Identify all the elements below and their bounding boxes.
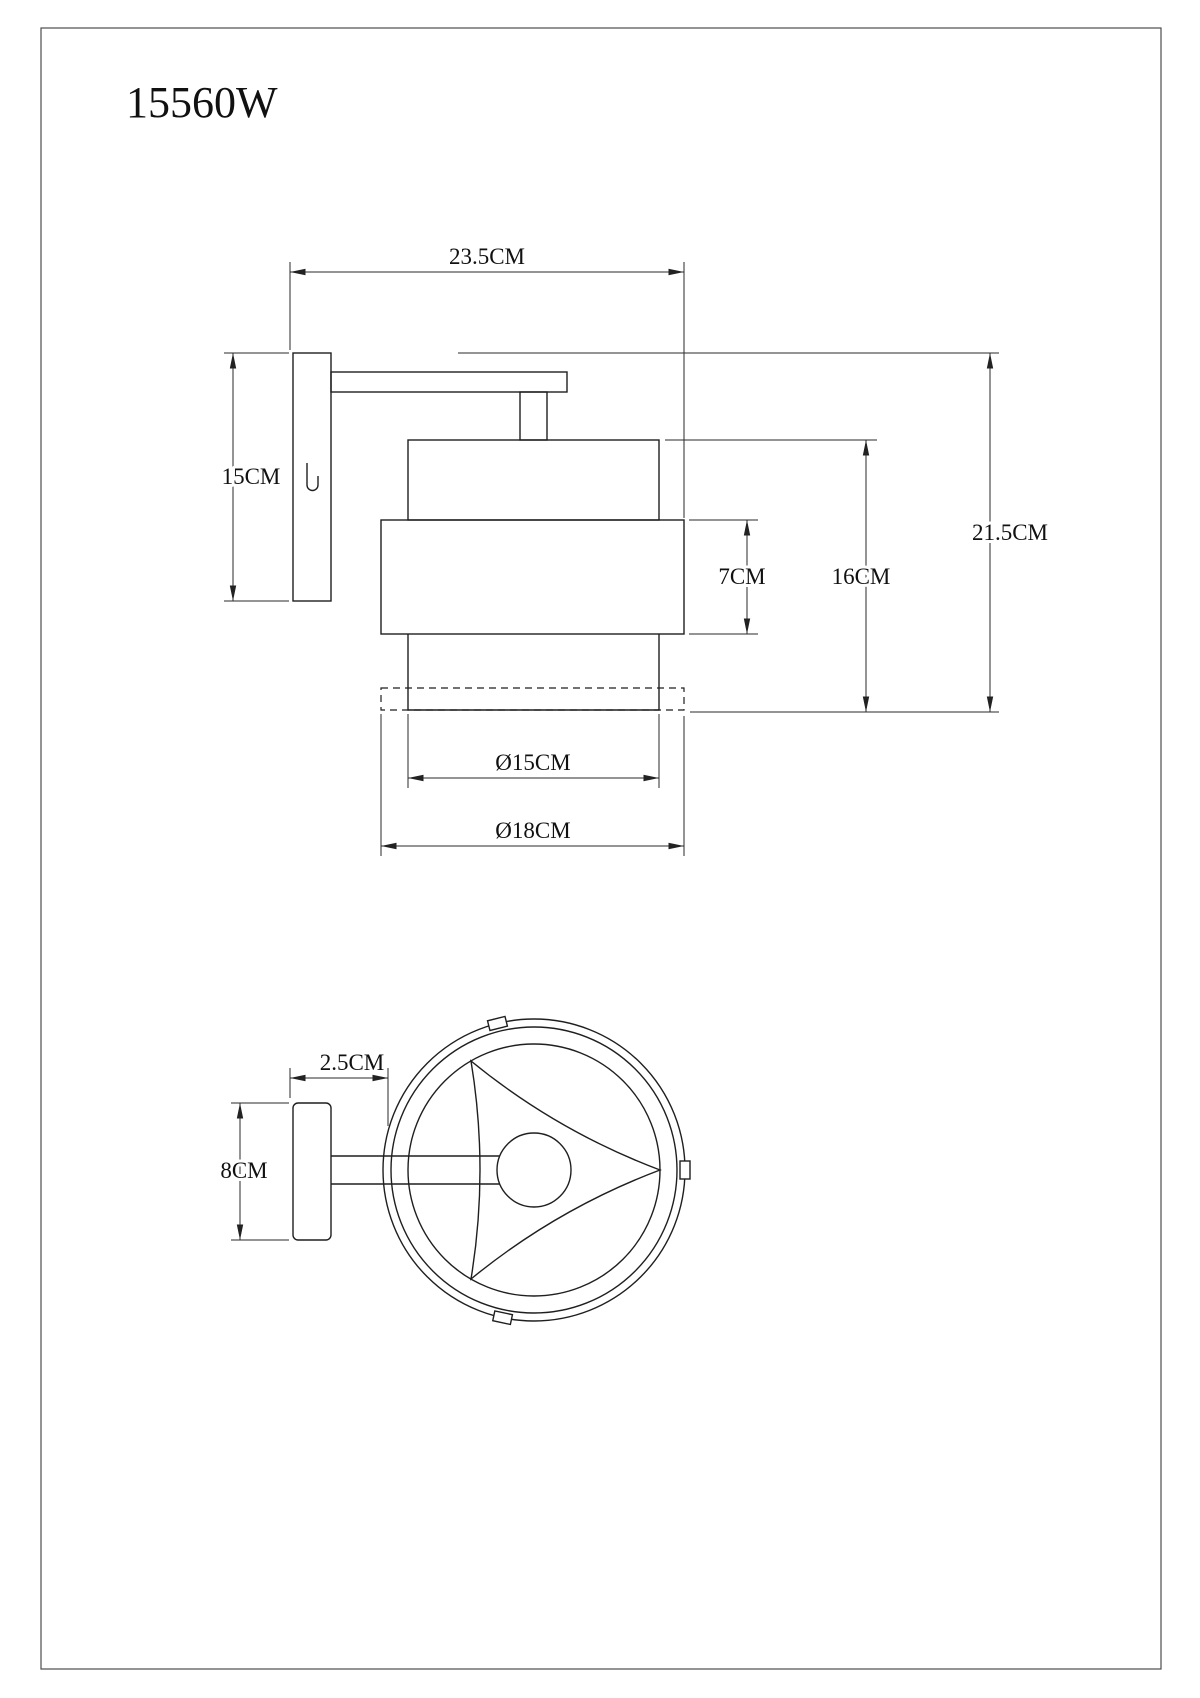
dim-band-height-label: 7CM (718, 564, 765, 589)
dim-shade-height-label: 16CM (832, 564, 891, 589)
backplate-top-view (292, 1102, 332, 1241)
wall-backplate (292, 352, 332, 602)
stem (519, 391, 548, 441)
mounting-hook (306, 463, 319, 492)
dim-overall-depth-label: 23.5CM (449, 244, 525, 269)
shade-clip (486, 1015, 509, 1032)
shade-outer-wall-circle (390, 1026, 678, 1314)
socket-hub-circle (496, 1132, 572, 1208)
dim-backplate-width-label: 8CM (220, 1158, 267, 1183)
dim-inner-diameter-label: Ø15CM (495, 750, 570, 775)
support-arm (330, 371, 568, 393)
shade-clip (679, 1160, 691, 1180)
dim-outer-diameter-label: Ø18CM (495, 818, 570, 843)
lamp-holder-spider (470, 1059, 662, 1281)
dim-backplate-height-label: 15CM (222, 464, 281, 489)
page-border (40, 27, 1162, 1670)
shade-lower-cylinder (407, 634, 660, 711)
shade-clip (491, 1310, 514, 1326)
top-view: 2.5CM 8CM (217, 1015, 691, 1326)
shade-upper-cylinder (407, 439, 660, 521)
side-view: 23.5CM 15CM 21.5CM 16CM 7CM Ø15CM Ø18CM (219, 241, 1051, 856)
model-number: 15560W (126, 78, 278, 127)
shade-outer-band (380, 519, 685, 635)
shade-hidden-rim (380, 687, 685, 711)
dim-backplate-offset-label: 2.5CM (320, 1050, 385, 1075)
dim-overall-height-label: 21.5CM (972, 520, 1048, 545)
